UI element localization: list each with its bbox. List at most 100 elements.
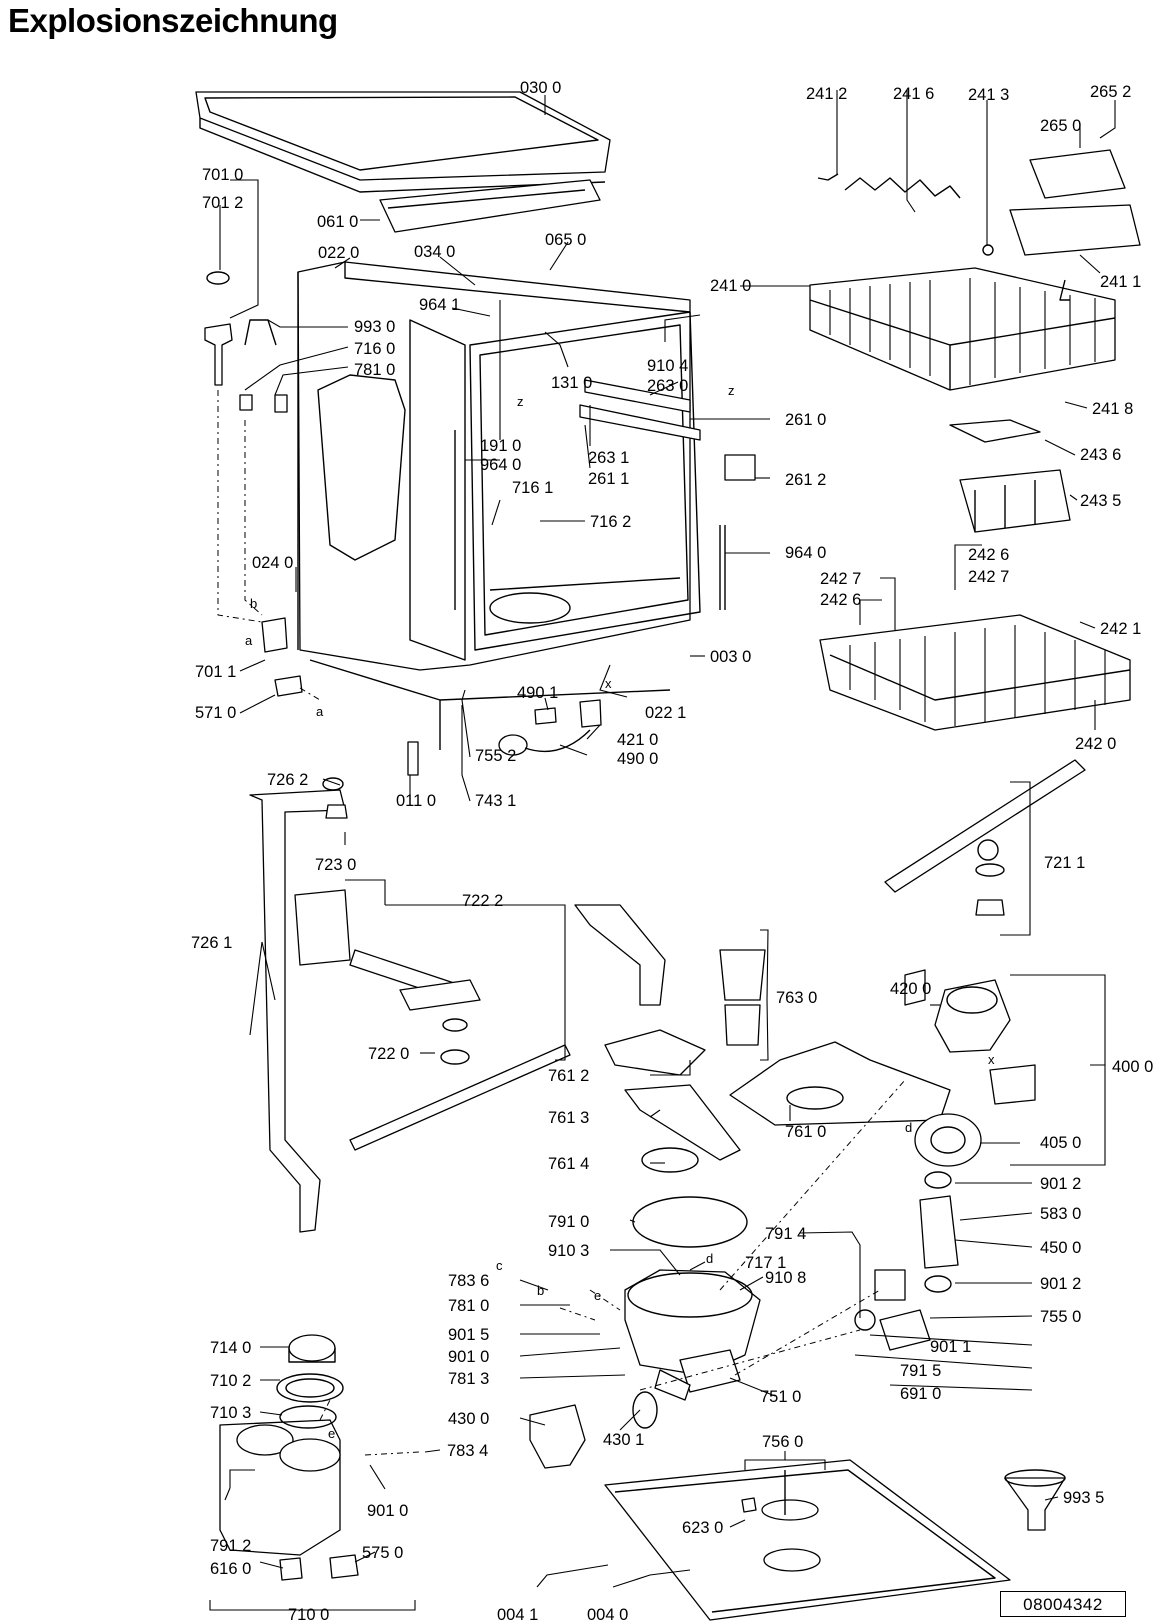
part-label: 755 2 xyxy=(475,747,516,765)
connector-letter: b xyxy=(537,1283,544,1298)
part-label: 710 0 xyxy=(288,1606,329,1623)
part-label: 701 0 xyxy=(202,166,243,184)
sump-seal-part xyxy=(632,1196,748,1248)
part-label: 243 6 xyxy=(1080,446,1121,464)
part-label: 791 5 xyxy=(900,1362,941,1380)
part-label: 761 3 xyxy=(548,1109,589,1127)
part-label: 241 3 xyxy=(968,86,1009,104)
part-label: 964 0 xyxy=(785,544,826,562)
part-label: 716 0 xyxy=(354,340,395,358)
part-label: 241 2 xyxy=(806,85,847,103)
part-label: 781 3 xyxy=(448,1370,489,1388)
part-label: 691 0 xyxy=(900,1385,941,1403)
part-label: 710 3 xyxy=(210,1404,251,1422)
part-label: 701 1 xyxy=(195,663,236,681)
part-label: 910 8 xyxy=(765,1269,806,1287)
basket-accessories-part xyxy=(817,149,1141,301)
part-label: 781 0 xyxy=(354,361,395,379)
part-label: 131 0 xyxy=(551,374,592,392)
part-label: 781 0 xyxy=(448,1297,489,1315)
part-label: 722 0 xyxy=(368,1045,409,1063)
part-label: 761 2 xyxy=(548,1067,589,1085)
worktop-part xyxy=(195,91,611,193)
connector-letter: b xyxy=(250,596,257,611)
part-label: 726 1 xyxy=(191,934,232,952)
part-label: 004 0 xyxy=(587,1606,628,1623)
part-label: 964 1 xyxy=(419,296,460,314)
water-softener-part xyxy=(219,1334,359,1581)
part-label: 490 0 xyxy=(617,750,658,768)
base-plate-part xyxy=(604,1459,1011,1621)
part-label: 061 0 xyxy=(317,213,358,231)
leader-lines xyxy=(209,90,1116,1611)
part-label: 910 4 xyxy=(647,357,688,375)
part-label: 575 0 xyxy=(362,1544,403,1562)
part-label: 242 7 xyxy=(820,570,861,588)
part-label: 756 0 xyxy=(762,1433,803,1451)
part-label: 450 0 xyxy=(1040,1239,1081,1257)
part-label: 004 1 xyxy=(497,1606,538,1623)
part-label: 791 2 xyxy=(210,1537,251,1555)
cutlery-holder-part xyxy=(949,419,1071,533)
water-feed-pipe-part xyxy=(249,777,348,1233)
part-label: 721 1 xyxy=(1044,854,1085,872)
part-label: 242 7 xyxy=(968,568,1009,586)
part-label: 242 6 xyxy=(820,591,861,609)
part-label: 261 0 xyxy=(785,411,826,429)
part-label: 901 2 xyxy=(1040,1175,1081,1193)
control-strip-part xyxy=(379,179,601,233)
part-label: 003 0 xyxy=(710,648,751,666)
part-label: 265 2 xyxy=(1090,83,1131,101)
part-label: 743 1 xyxy=(475,792,516,810)
connector-letters: z z x x a b a b c d d e e xyxy=(245,383,995,1441)
connector-letter: a xyxy=(245,633,253,648)
part-label: 065 0 xyxy=(545,231,586,249)
part-label: 761 4 xyxy=(548,1155,589,1173)
part-label: 261 2 xyxy=(785,471,826,489)
part-label: 243 5 xyxy=(1080,492,1121,510)
part-label: 716 1 xyxy=(512,479,553,497)
part-label: 430 1 xyxy=(603,1431,644,1449)
part-label: 263 1 xyxy=(588,449,629,467)
part-label: 571 0 xyxy=(195,704,236,722)
part-label: 783 4 xyxy=(447,1442,488,1460)
part-label: 022 0 xyxy=(318,244,359,262)
part-label: 791 0 xyxy=(548,1213,589,1231)
part-label: 722 2 xyxy=(462,892,503,910)
part-label: 024 0 xyxy=(252,554,293,572)
spray-arm-lower-part xyxy=(294,889,571,1151)
part-label: 261 1 xyxy=(588,470,629,488)
connector-letter: c xyxy=(496,1258,503,1273)
part-label: 901 5 xyxy=(448,1326,489,1344)
part-label: 755 0 xyxy=(1040,1308,1081,1326)
circulation-pump-part xyxy=(904,969,1036,1167)
part-label: 034 0 xyxy=(414,243,455,261)
rail-part xyxy=(579,379,756,481)
part-label: 791 4 xyxy=(765,1225,806,1243)
part-label: 717 1 xyxy=(745,1254,786,1272)
part-label: 011 0 xyxy=(396,792,436,810)
connector-letter: e xyxy=(328,1426,335,1441)
part-label: 726 2 xyxy=(267,771,308,789)
connector-letter: x xyxy=(988,1052,995,1067)
part-label: 701 2 xyxy=(202,194,243,212)
part-label: 242 0 xyxy=(1075,735,1116,753)
part-label: 265 0 xyxy=(1040,117,1081,135)
part-label: 616 0 xyxy=(210,1560,251,1578)
part-label: 263 0 xyxy=(647,377,688,395)
part-label: 242 6 xyxy=(968,546,1009,564)
part-label: 022 1 xyxy=(645,704,686,722)
part-label: 901 0 xyxy=(448,1348,489,1366)
part-label: 241 0 xyxy=(710,277,751,295)
part-label: 030 0 xyxy=(520,79,561,97)
part-label: 490 1 xyxy=(517,684,558,702)
sump-filter-part xyxy=(574,904,951,1173)
part-label: 420 0 xyxy=(890,980,931,998)
part-label: 993 0 xyxy=(354,318,395,336)
sump-housing-part xyxy=(624,1269,761,1401)
connection-lines xyxy=(217,390,906,1456)
seal-strips-part xyxy=(454,430,726,610)
diagram-title: Explosionszeichnung xyxy=(8,2,338,39)
part-label: 901 1 xyxy=(930,1338,971,1356)
heater-part xyxy=(854,1171,959,1351)
